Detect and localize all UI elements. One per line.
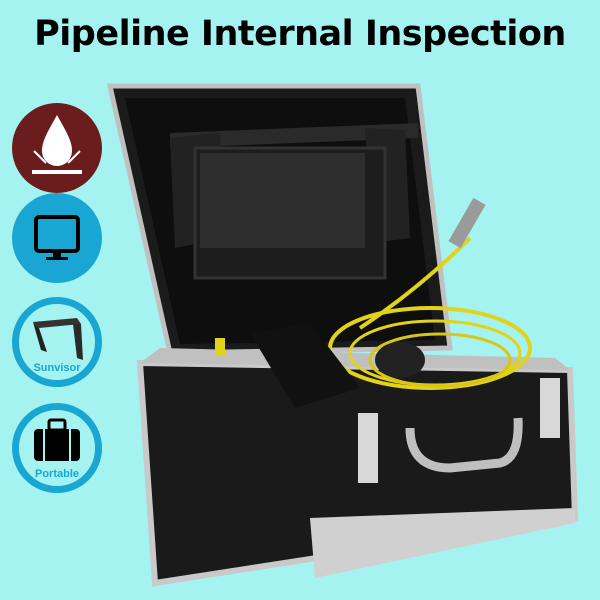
waterproof-icon: [32, 115, 82, 174]
sunvisor-icon: [33, 318, 83, 360]
briefcase-icon: [34, 418, 80, 461]
inspection-case-image: [106, 83, 579, 587]
portable-label: Portable: [34, 468, 79, 480]
monitor-icon: [34, 215, 80, 260]
portable-badge: Portable: [12, 403, 102, 493]
waterproof-badge: [12, 103, 102, 193]
sunvisor-badge: Sunvisor: [12, 297, 102, 387]
monitor-badge: [12, 193, 102, 283]
sunvisor-label: Sunvisor: [33, 362, 81, 374]
page-title: Pipeline Internal Inspection: [34, 14, 566, 54]
